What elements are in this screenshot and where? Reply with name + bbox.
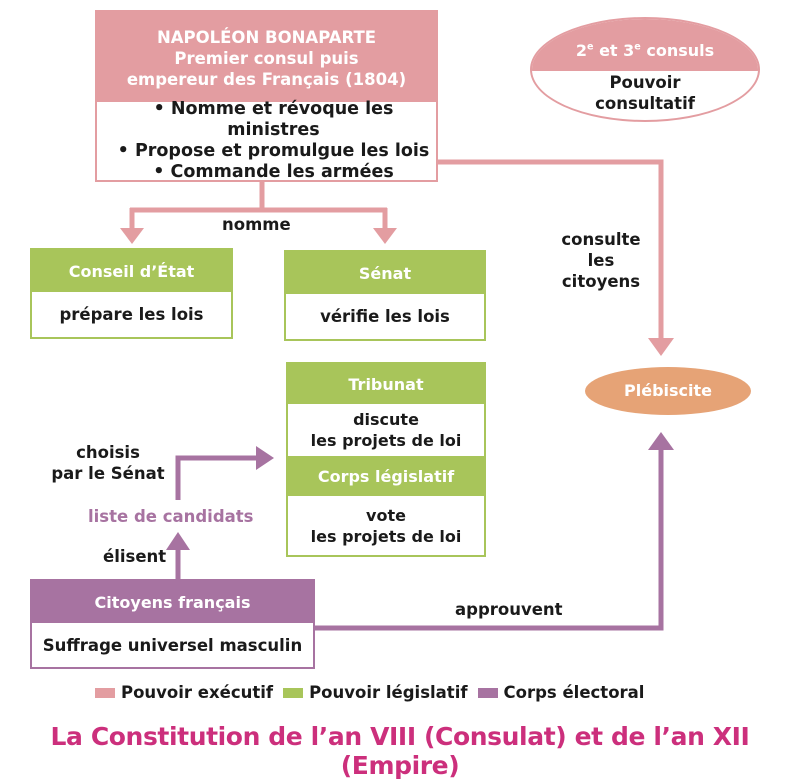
label-nomme: nomme xyxy=(222,215,291,234)
napoleon-box: NAPOLÉON BONAPARTE Premier consul puis e… xyxy=(95,10,438,182)
diagram-title: La Constitution de l’an VIII (Consulat) … xyxy=(50,722,750,780)
legend: Pouvoir exécutif Pouvoir législatif Corp… xyxy=(95,683,654,702)
nomme-connector xyxy=(129,181,388,230)
consuls-body-line: consultatif xyxy=(595,93,695,113)
power-item: • Commande les armées xyxy=(153,162,394,182)
citoyens-body: Suffrage universel masculin xyxy=(42,635,303,655)
citoyens-title: Citoyens français xyxy=(32,581,313,623)
legend-item-executive: Pouvoir exécutif xyxy=(95,683,273,702)
plebiscite-label: Plébiscite xyxy=(624,381,712,400)
legend-item-legislative: Pouvoir législatif xyxy=(283,683,468,702)
arrow-to-conseil xyxy=(120,228,144,244)
power-item: • Nomme et révoque les ministres xyxy=(153,99,394,140)
arrow-to-senat xyxy=(373,228,397,244)
citoyens-box: Citoyens français Suffrage universel mas… xyxy=(30,579,315,669)
consuls-body: Pouvoir consultatif xyxy=(532,71,758,120)
power-item: • Propose et promulgue les lois xyxy=(117,141,430,161)
plebiscite-ellipse: Plébiscite xyxy=(585,367,751,415)
arrow-up-plebiscite xyxy=(648,432,674,450)
napoleon-subtitle-2: empereur des Français (1804) xyxy=(126,69,407,89)
conseil-etat-box: Conseil d’État prépare les lois xyxy=(30,248,233,339)
tribunat-title: Tribunat xyxy=(288,364,484,404)
consuls-ellipse: 2e et 3e consuls Pouvoir consultatif xyxy=(530,17,760,122)
napoleon-title: NAPOLÉON BONAPARTE xyxy=(156,27,377,47)
senat-box: Sénat vérifie les lois xyxy=(284,250,486,341)
napoleon-powers: • Nomme et révoque les ministres • Propo… xyxy=(97,99,436,182)
label-liste-candidats: liste de candidats xyxy=(88,507,254,526)
corps-legislatif-title: Corps législatif xyxy=(288,456,484,496)
senat-title: Sénat xyxy=(286,252,484,294)
connector-lines xyxy=(120,159,674,631)
legislative-box: Tribunat discute les projets de loi Corp… xyxy=(286,362,486,557)
legend-swatch-legislative xyxy=(283,687,304,698)
arrow-up-liste xyxy=(166,532,190,550)
choisis-connector xyxy=(175,455,258,500)
tribunat-body: discute les projets de loi xyxy=(310,410,462,450)
napoleon-header: NAPOLÉON BONAPARTE Premier consul puis e… xyxy=(97,12,436,102)
label-consulte: consulte les citoyens xyxy=(561,230,641,291)
label-elisent: élisent xyxy=(103,547,167,566)
napoleon-subtitle-1: Premier consul puis xyxy=(174,48,359,68)
approuvent-connector xyxy=(315,450,664,631)
consuls-body-line: Pouvoir xyxy=(609,72,681,92)
senat-body: vérifie les lois xyxy=(320,307,450,326)
label-choisis: choisis par le Sénat xyxy=(51,443,165,483)
corps-legislatif-body: vote les projets de loi xyxy=(310,505,462,546)
conseil-etat-body: prépare les lois xyxy=(59,305,204,324)
conseil-etat-title: Conseil d’État xyxy=(32,250,231,292)
legend-swatch-executive xyxy=(95,687,115,698)
consuls-title: 2e et 3e consuls xyxy=(575,40,715,60)
legend-item-electoral: Corps électoral xyxy=(477,683,644,702)
legend-swatch-electoral xyxy=(477,687,498,698)
arrow-to-plebiscite xyxy=(648,338,674,356)
consulte-connector xyxy=(438,159,664,340)
arrow-to-tribunat xyxy=(256,446,274,470)
label-approuvent: approuvent xyxy=(455,600,563,619)
